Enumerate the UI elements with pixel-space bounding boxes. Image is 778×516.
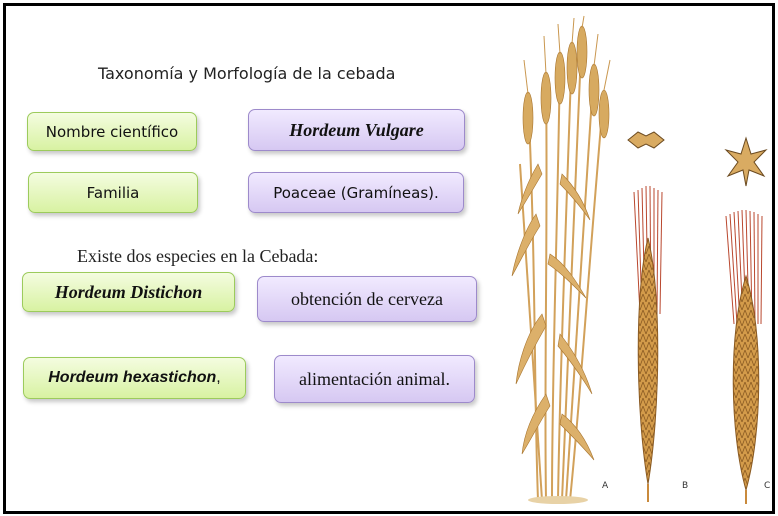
slide: Taxonomía y Morfología de la cebada Nomb… <box>3 3 775 514</box>
family-value-box: Poaceae (Gramíneas). <box>248 172 464 213</box>
hexastichon-name: Hordeum hexastichon <box>48 369 217 386</box>
grain-cross-section-b <box>627 131 665 149</box>
grain-cross-section-c <box>724 136 768 187</box>
plant-label-a: A <box>602 481 609 491</box>
hexastichon-name-box: Hordeum hexastichon, <box>23 357 246 399</box>
ear-label-c: C <box>764 481 770 491</box>
hexastichon-use-box: alimentación animal. <box>274 355 475 403</box>
distichon-use: obtención de cerveza <box>291 288 443 309</box>
hexastichon-comma: , <box>216 369 221 386</box>
ear-label-b: B <box>682 481 688 491</box>
barley-illustration: A B <box>511 15 770 504</box>
scientific-name-label-box: Nombre científico <box>27 112 197 151</box>
family-label-box: Familia <box>28 172 198 213</box>
slide-title: Taxonomía y Morfología de la cebada <box>98 64 396 83</box>
barley-ear-c: C <box>724 136 770 504</box>
scientific-name-label: Nombre científico <box>45 122 179 141</box>
scientific-name-value-box: Hordeum Vulgare <box>248 109 465 151</box>
family-value: Poaceae (Gramíneas). <box>273 183 439 202</box>
hexastichon-use: alimentación animal. <box>299 368 450 389</box>
barley-ear-b: B <box>627 131 688 502</box>
scientific-name-value: Hordeum Vulgare <box>289 119 424 140</box>
barley-plant-a: A <box>511 15 611 504</box>
distichon-name: Hordeum Distichon <box>54 281 203 302</box>
distichon-use-box: obtención de cerveza <box>257 276 477 322</box>
distichon-name-box: Hordeum Distichon <box>22 272 235 312</box>
family-label: Familia <box>86 183 140 202</box>
species-intro: Existe dos especies en la Cebada: <box>77 246 319 266</box>
